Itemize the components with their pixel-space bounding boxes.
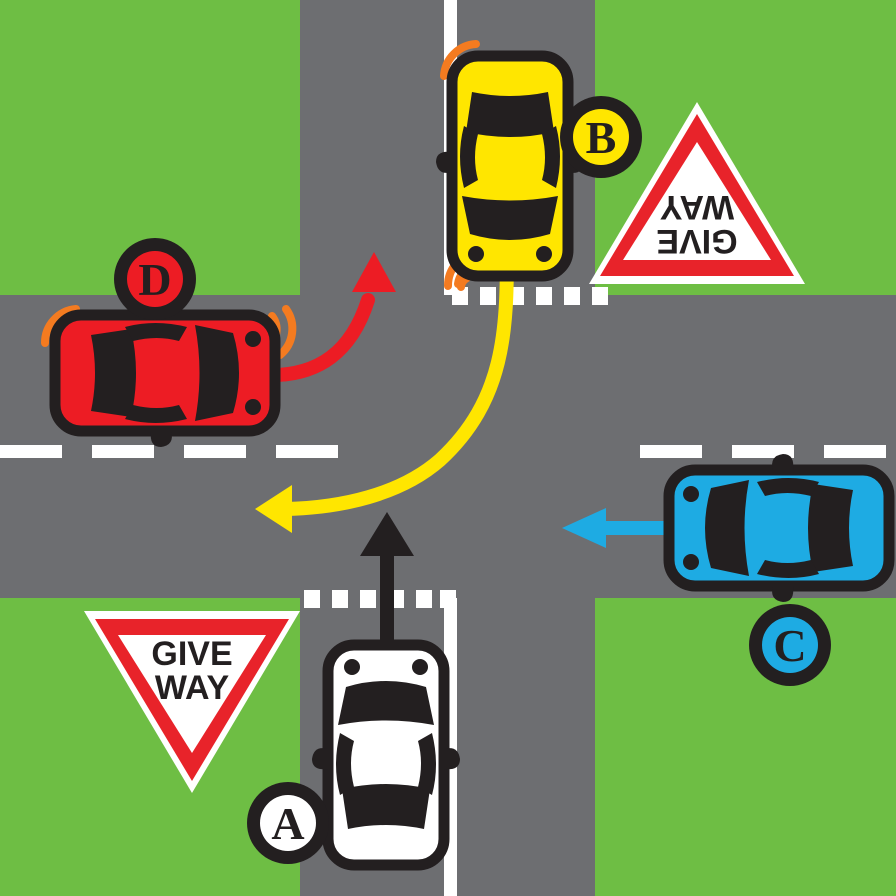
- path-car-a-arrowhead: [360, 512, 414, 556]
- give-way-sign-south-line2: WAY: [155, 669, 230, 707]
- path-car-b-arrowhead: [255, 485, 292, 533]
- give-way-line-south: [304, 590, 456, 608]
- path-car-d: [255, 252, 396, 383]
- badge-car-b-label: B: [586, 112, 617, 163]
- badge-car-d-label: D: [138, 254, 171, 305]
- path-car-c-arrowhead: [562, 508, 606, 548]
- centre-line-horizontal: [0, 445, 886, 458]
- path-car-a: [360, 512, 414, 652]
- badge-car-a-label: A: [271, 798, 304, 849]
- badge-car-c-label: C: [773, 620, 806, 671]
- give-way-line-north: [452, 287, 608, 305]
- vehicle-car-c[interactable]: [669, 454, 889, 602]
- path-car-d-arrowhead: [352, 252, 396, 292]
- vehicle-car-b[interactable]: [436, 56, 584, 276]
- badge-car-d: D: [114, 238, 196, 320]
- give-way-sign-south: GIVE WAY: [84, 611, 300, 793]
- badge-car-c: C: [749, 604, 831, 686]
- path-car-b: [255, 243, 514, 533]
- badge-car-b: B: [560, 96, 642, 178]
- badge-car-a: A: [247, 782, 329, 864]
- give-way-sign-north: GIVE WAY: [589, 102, 805, 284]
- vehicle-car-d[interactable]: [55, 299, 275, 447]
- give-way-sign-north-line1: GIVE: [656, 222, 737, 260]
- give-way-sign-north-line2: WAY: [660, 188, 735, 226]
- vehicle-car-a[interactable]: [312, 645, 460, 865]
- give-way-sign-south-line1: GIVE: [151, 635, 232, 673]
